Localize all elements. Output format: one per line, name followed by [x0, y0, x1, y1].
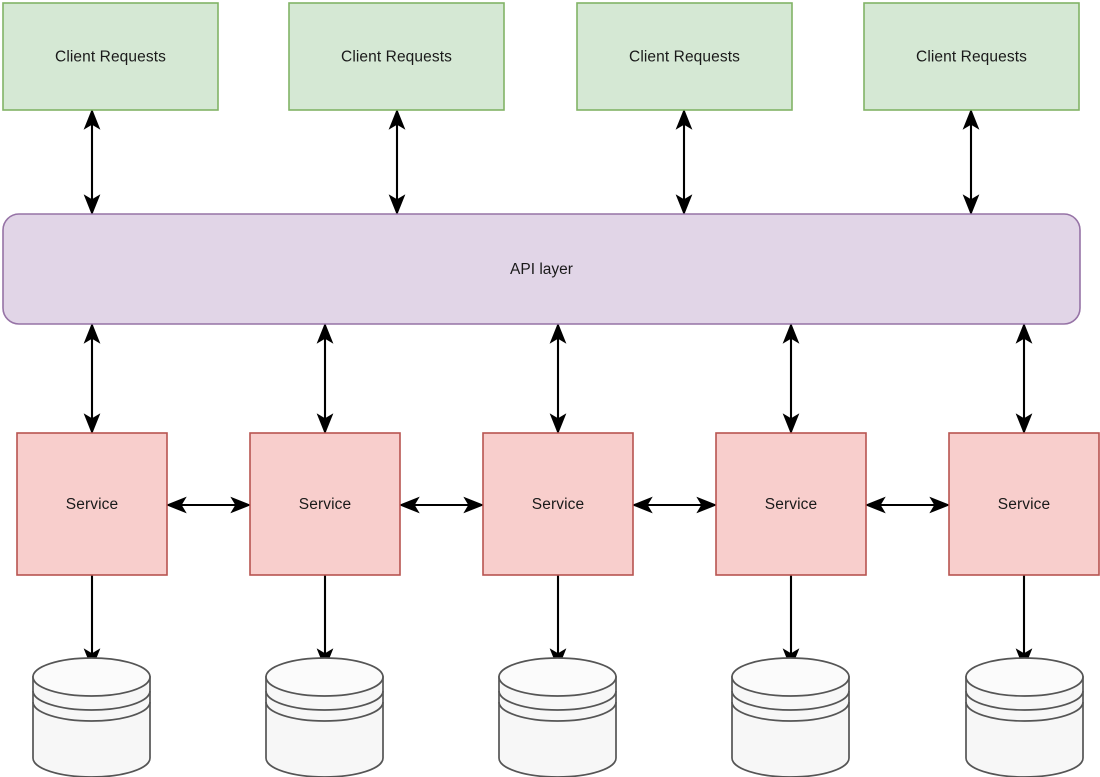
clients-label: Client Requests [629, 49, 740, 66]
cylinder-ring-1 [498, 690, 617, 711]
cylinder-top [731, 657, 850, 697]
cylinder-ring-2 [731, 701, 850, 722]
cylinder-ring-1 [731, 690, 850, 711]
databases-node-3[interactable] [498, 657, 617, 777]
services-node-1[interactable]: Service [16, 432, 168, 576]
clients-label: Client Requests [916, 49, 1027, 66]
cylinder-ring-1 [965, 690, 1084, 711]
clients-box[interactable] [2, 2, 219, 111]
clients-label: Client Requests [341, 49, 452, 66]
services-node-4[interactable]: Service [715, 432, 867, 576]
services-node-5[interactable]: Service [948, 432, 1100, 576]
services-box[interactable] [16, 432, 168, 576]
cylinder-ring-2 [498, 701, 617, 722]
databases-node-4[interactable] [731, 657, 850, 777]
services-box[interactable] [482, 432, 634, 576]
services-label: Service [66, 496, 118, 513]
clients-box[interactable] [576, 2, 793, 111]
databases-node-5[interactable] [965, 657, 1084, 777]
clients-node-4[interactable]: Client Requests [863, 2, 1080, 111]
api-node-1[interactable]: API layer [2, 213, 1081, 325]
services-label: Service [532, 496, 584, 513]
services-label: Service [299, 496, 351, 513]
clients-node-3[interactable]: Client Requests [576, 2, 793, 111]
cylinder-ring-2 [965, 701, 1084, 722]
api-label: API layer [510, 261, 573, 278]
cylinder-top [32, 657, 151, 697]
services-box[interactable] [715, 432, 867, 576]
services-node-2[interactable]: Service [249, 432, 401, 576]
services-box[interactable] [249, 432, 401, 576]
clients-node-1[interactable]: Client Requests [2, 2, 219, 111]
cylinder-top [498, 657, 617, 697]
services-label: Service [998, 496, 1050, 513]
cylinder-top [265, 657, 384, 697]
clients-box[interactable] [863, 2, 1080, 111]
databases-node-2[interactable] [265, 657, 384, 777]
cylinder-ring-2 [265, 701, 384, 722]
clients-node-2[interactable]: Client Requests [288, 2, 505, 111]
api-box[interactable] [2, 213, 1081, 325]
cylinder-ring-1 [32, 690, 151, 711]
clients-label: Client Requests [55, 49, 166, 66]
databases-node-1[interactable] [32, 657, 151, 777]
services-box[interactable] [948, 432, 1100, 576]
clients-box[interactable] [288, 2, 505, 111]
cylinder-top [965, 657, 1084, 697]
services-node-3[interactable]: Service [482, 432, 634, 576]
cylinder-ring-1 [265, 690, 384, 711]
services-label: Service [765, 496, 817, 513]
cylinder-ring-2 [32, 701, 151, 722]
connections-group [83, 108, 1033, 670]
